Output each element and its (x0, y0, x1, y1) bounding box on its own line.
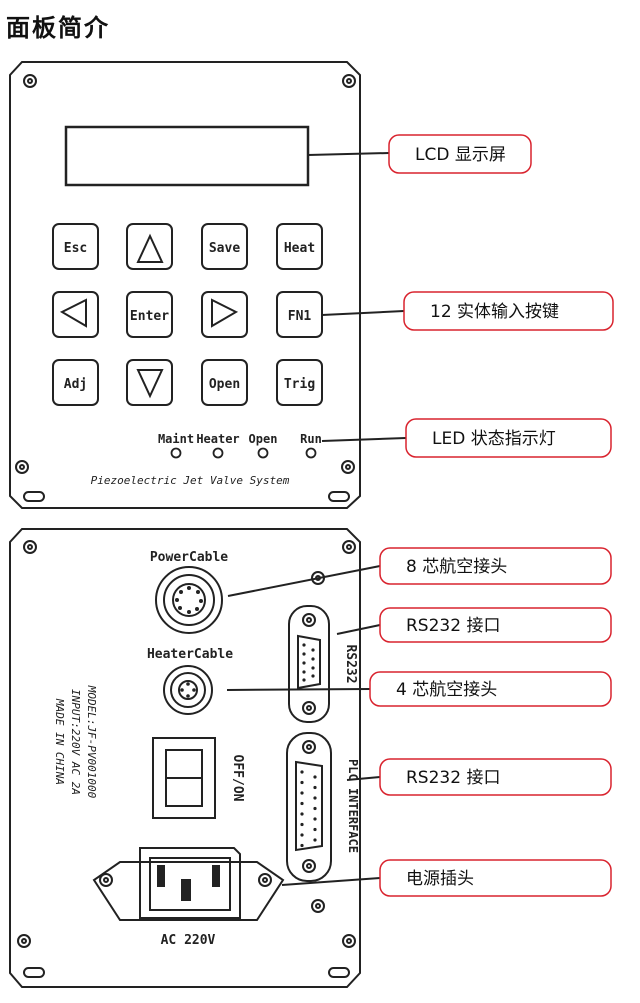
rs232-label: RS232 (343, 644, 358, 683)
callout-text: RS232 接口 (406, 616, 500, 636)
model-line-3: MADE IN CHINA (53, 698, 66, 785)
key-label: Trig (284, 377, 315, 392)
callouts: LCD 显示屏 12 实体输入按键 LED 状态指示灯 8 芯航空接头 RS232 接口… (226, 134, 614, 897)
key-adj[interactable]: Adj (52, 359, 99, 406)
key-fn1[interactable]: FN1 (276, 291, 323, 338)
callout-rs232-b: RS232 接口 (346, 758, 612, 796)
rs232-port[interactable] (288, 605, 330, 723)
rear-panel-screws (17, 540, 356, 948)
led-open: Open (249, 432, 278, 459)
heater-cable-connector (163, 665, 213, 715)
key-label: Heat (284, 241, 315, 256)
lcd-display (64, 125, 310, 187)
led-indicator (212, 447, 224, 459)
key-save[interactable]: Save (201, 223, 248, 270)
callout-text: 电源插头 (406, 869, 474, 889)
callout-keys: 12 实体输入按键 (321, 291, 614, 331)
key-label: Enter (130, 309, 169, 324)
callout-text: 12 实体输入按键 (430, 302, 559, 322)
page-title: 面板简介 (6, 14, 110, 42)
led-label: Heater (196, 432, 239, 446)
led-label: Run (300, 432, 322, 446)
front-panel (9, 61, 361, 509)
key-esc[interactable]: Esc (52, 223, 99, 270)
ac-voltage-label: AC 220V (161, 933, 216, 948)
ac-power-inlet[interactable] (92, 847, 285, 921)
callout-power-conn: 8 芯航空接头 (227, 547, 612, 597)
led-indicator (170, 447, 182, 459)
rear-panel (9, 528, 361, 988)
power-cable-label: PowerCable (150, 550, 228, 565)
front-panel-screws (15, 74, 356, 474)
key-label: FN1 (288, 309, 312, 324)
key-label: Adj (64, 377, 87, 392)
key-down[interactable] (126, 359, 173, 406)
led-heater: Heater (196, 432, 240, 459)
callout-text: LCD 显示屏 (415, 145, 506, 165)
system-name-label: Piezoelectric Jet Valve System (91, 474, 290, 487)
callout-text: 8 芯航空接头 (406, 557, 507, 577)
model-line-1: MODEL:JF-PV001000 (85, 685, 98, 799)
callout-text: RS232 接口 (406, 768, 500, 788)
led-indicator (305, 447, 317, 459)
callout-lcd: LCD 显示屏 (307, 134, 532, 174)
callout-plug: 电源插头 (281, 859, 612, 897)
key-up[interactable] (126, 223, 173, 270)
led-run: Run (300, 432, 322, 459)
key-left[interactable] (52, 291, 99, 338)
key-label: Save (209, 241, 240, 256)
plc-interface-label: PLC INTERFACE (346, 759, 360, 853)
key-open[interactable]: Open (201, 359, 248, 406)
callout-text: 4 芯航空接头 (396, 680, 497, 700)
triangle-down-icon (136, 369, 164, 399)
model-line-2: INPUT:220V AC 2A (69, 689, 82, 795)
key-heat[interactable]: Heat (276, 223, 323, 270)
triangle-right-icon (211, 298, 239, 328)
triangle-left-icon (59, 298, 87, 328)
model-info: MODEL:JF-PV001000 INPUT:220V AC 2A MADE … (53, 685, 98, 799)
callout-heater-conn: 4 芯航空接头 (226, 671, 612, 707)
led-maint: Maint (158, 432, 194, 459)
key-trig[interactable]: Trig (276, 359, 323, 406)
power-switch[interactable] (152, 737, 216, 819)
led-label: Maint (158, 432, 194, 446)
led-indicator (257, 447, 269, 459)
heater-cable-label: HeaterCable (147, 647, 233, 662)
triangle-up-icon (136, 233, 164, 263)
callout-led: LED 状态指示灯 (321, 418, 612, 458)
callout-rs232-a: RS232 接口 (336, 607, 612, 643)
switch-label: OFF/ON (230, 755, 245, 802)
plc-interface-port[interactable] (286, 732, 332, 882)
key-label: Esc (64, 241, 87, 256)
power-cable-connector (155, 566, 223, 634)
key-enter[interactable]: Enter (126, 291, 173, 338)
callout-text: LED 状态指示灯 (432, 429, 556, 449)
key-label: Open (209, 377, 240, 392)
led-label: Open (249, 432, 278, 446)
key-right[interactable] (201, 291, 248, 338)
